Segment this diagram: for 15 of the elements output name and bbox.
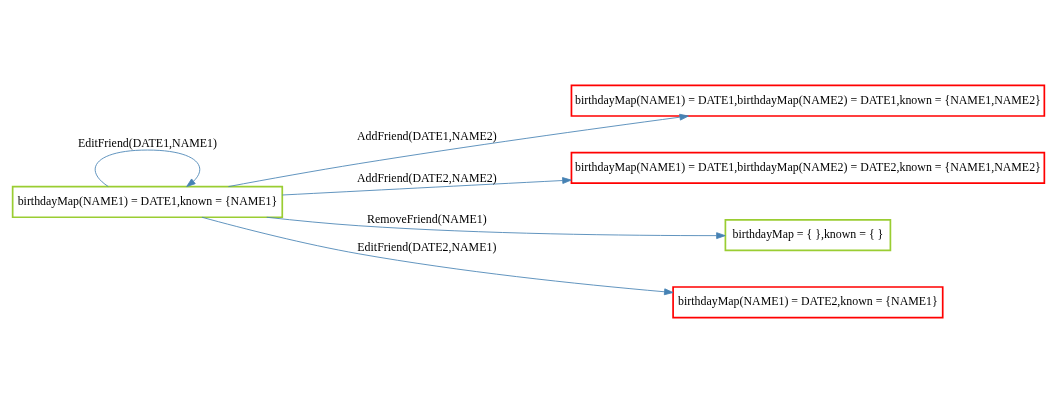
arrow xyxy=(282,177,572,196)
arrow xyxy=(201,216,674,296)
node-box: birthdayMap(NAME1) = DATE1,birthdayMap(NAME2) = DATE2,known = {NAME1,NAME2} xyxy=(570,151,1046,185)
node-box: birthdayMap(NAME1) = DATE2,known = {NAME1} xyxy=(672,286,944,319)
edge-label: EditFriend(DATE1,NAME1) xyxy=(77,135,217,150)
node-box: birthdayMap(NAME1) = DATE1,birthdayMap(NAME2) = DATE1,known = {NAME1,NAME2} xyxy=(570,84,1046,117)
node-box: birthdayMap = { },known = { } xyxy=(724,218,892,252)
node-box: birthdayMap(NAME1) = DATE1,known = {NAME1} xyxy=(11,185,284,219)
edge-label: RemoveFriend(NAME1) xyxy=(367,211,487,226)
arrow xyxy=(94,149,201,187)
edge-label: AddFriend(DATE2,NAME2) xyxy=(357,170,497,185)
arrow xyxy=(266,216,726,240)
arrow xyxy=(227,113,689,187)
edge-label: AddFriend(DATE1,NAME2) xyxy=(357,129,497,144)
edge-label: EditFriend(DATE2,NAME1) xyxy=(357,239,497,254)
